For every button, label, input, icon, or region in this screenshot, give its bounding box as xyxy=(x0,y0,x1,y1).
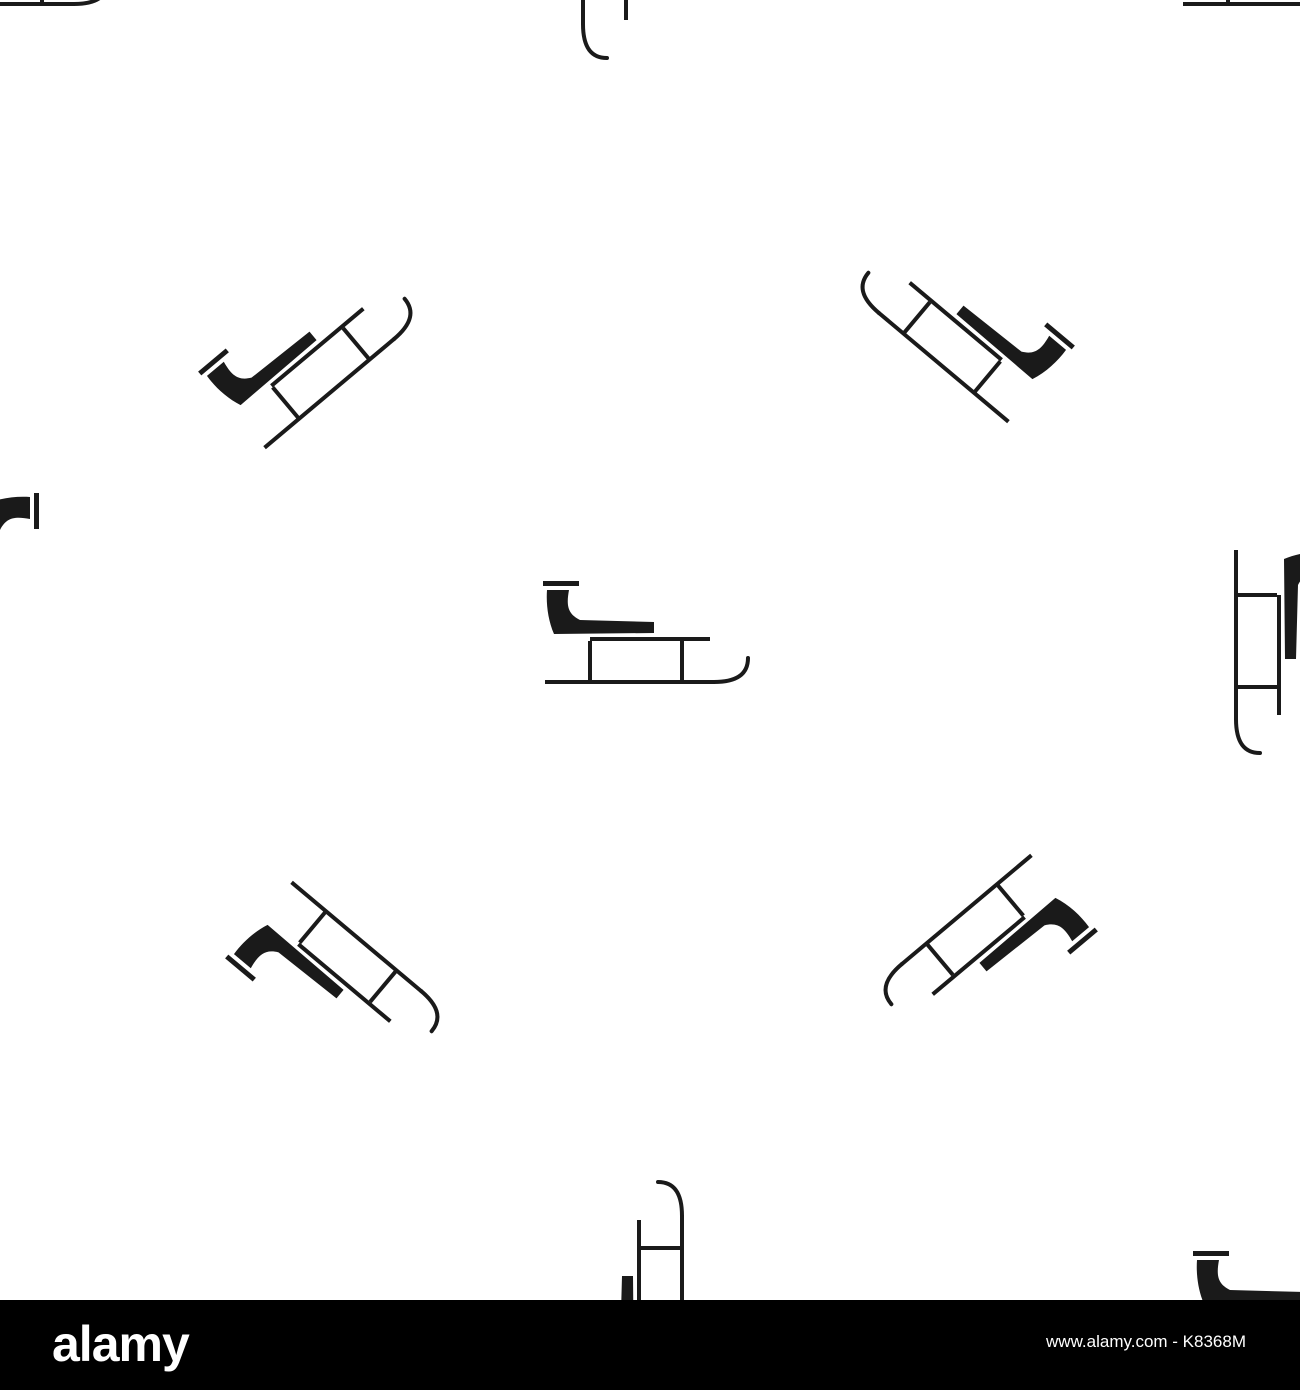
sled-pattern xyxy=(0,0,1300,1300)
sled-icon xyxy=(196,237,424,453)
sled-icon xyxy=(579,0,686,60)
brand-logo: alamy xyxy=(52,1316,190,1372)
sled-icon xyxy=(541,579,750,686)
sled-icon xyxy=(579,1180,686,1300)
stock-image-id: www.alamy.com - K8368M xyxy=(1046,1332,1246,1351)
sled-icon xyxy=(1191,1249,1300,1300)
sled-icon xyxy=(872,850,1100,1066)
sled-icon xyxy=(1232,546,1300,755)
footer-bar: alamy www.alamy.com - K8368M xyxy=(0,1300,1300,1390)
sled-icon xyxy=(1179,0,1300,8)
sled-icon xyxy=(0,0,110,8)
sled-icon xyxy=(0,491,41,700)
sled-icon xyxy=(849,211,1077,427)
sled-icon xyxy=(223,877,451,1093)
